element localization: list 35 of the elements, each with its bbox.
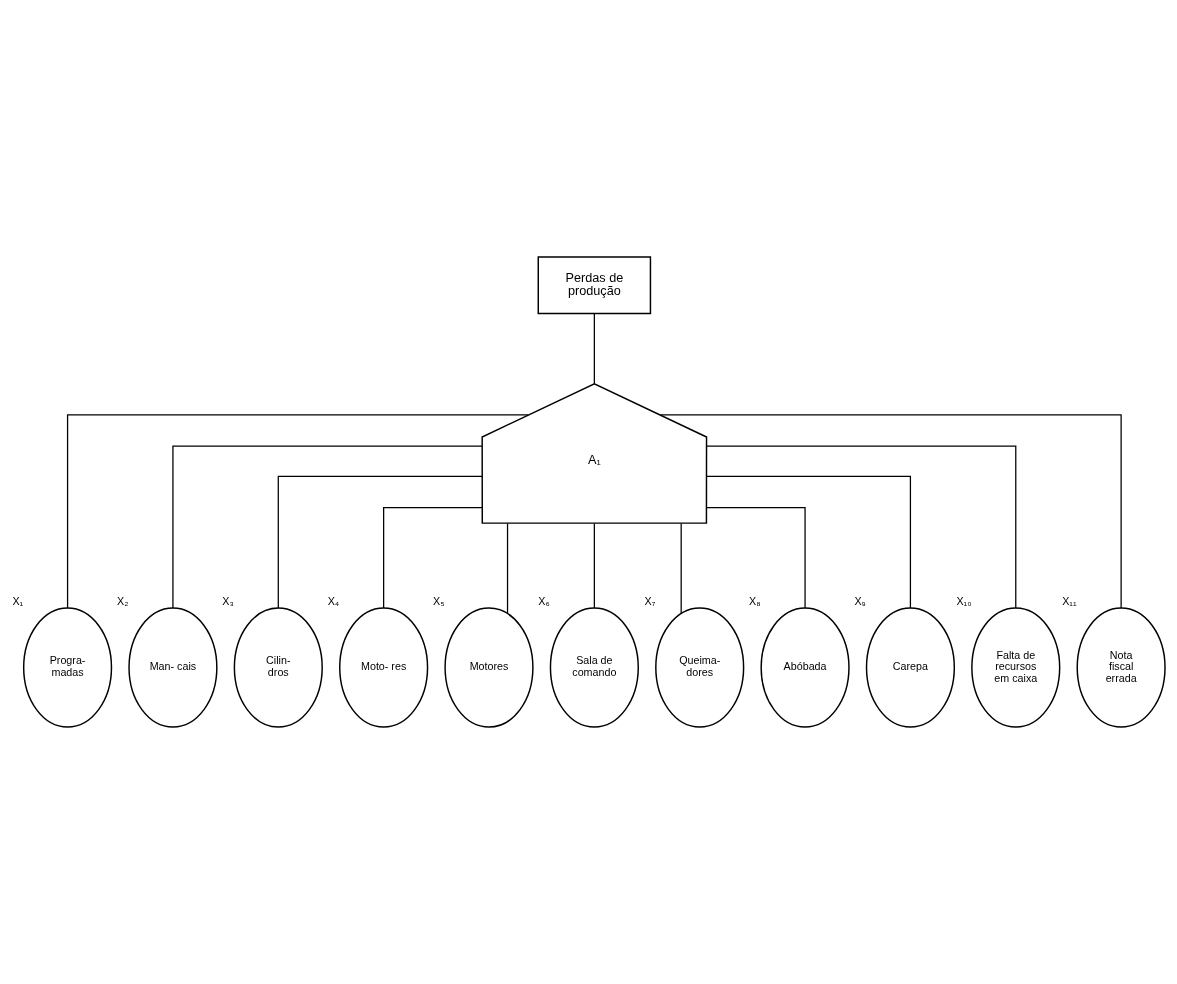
connector <box>706 445 1017 609</box>
node-label: X₉ <box>854 594 866 607</box>
connector <box>66 414 530 609</box>
node-ellipse: Sala de comando <box>549 607 639 728</box>
node-ellipse: Moto- res <box>339 607 429 728</box>
node-label: X₆ <box>538 594 550 607</box>
node-label: X₁₁ <box>1062 594 1077 607</box>
connector <box>277 475 483 609</box>
connector <box>593 522 595 609</box>
node-label: X₁ <box>12 594 24 607</box>
node-label: X₃ <box>222 594 234 607</box>
node-ellipse: Abóbada <box>760 607 850 728</box>
node-ellipse: Carepa <box>865 607 956 728</box>
connector <box>506 522 509 615</box>
connector <box>383 506 483 609</box>
node-ellipse: Nota fiscal errada <box>1076 607 1166 728</box>
connector <box>680 522 682 615</box>
node-ellipse: Progra- madas <box>22 607 113 728</box>
node-label: X₅ <box>433 594 445 607</box>
connector <box>172 445 483 609</box>
node-label: X₂ <box>117 594 129 607</box>
node-label: X₁₀ <box>956 594 972 607</box>
connector <box>706 475 912 609</box>
node-label: X₄ <box>327 594 340 607</box>
node-ellipse: Motores <box>444 607 534 728</box>
node-ellipse: Cilin- dros <box>233 607 323 728</box>
connector <box>593 313 595 385</box>
node-ellipse: Falta de recursos em caixa <box>971 607 1061 728</box>
connector <box>705 506 806 609</box>
node-ellipse: Man- cais <box>128 607 218 728</box>
node-box: Perdas de produção <box>537 256 652 315</box>
node-label: X₇ <box>644 594 656 607</box>
node-label: X₈ <box>749 594 761 607</box>
node-ellipse: Queima- dores <box>655 607 745 728</box>
connector <box>659 414 1122 609</box>
